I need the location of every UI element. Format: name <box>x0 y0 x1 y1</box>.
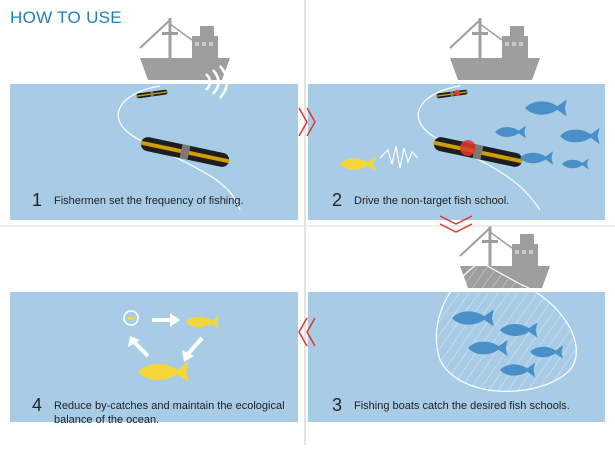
flow-arrow-right-icon <box>298 107 316 137</box>
boat-icon <box>448 16 542 82</box>
arrow-icon <box>170 313 180 327</box>
step-number: 4 <box>32 395 43 415</box>
device-light-icon <box>454 90 460 96</box>
tether-line <box>117 85 241 211</box>
water-panel-4 <box>10 292 298 422</box>
step-text: Drive the non-target fish school. <box>354 195 510 207</box>
sound-wave-icon <box>379 145 419 169</box>
step-number: 3 <box>332 395 343 415</box>
egg-circle-icon <box>123 310 139 326</box>
signal-wave-icon <box>205 73 212 91</box>
panel-3 <box>308 224 605 422</box>
panel-1 <box>10 16 298 220</box>
arrow-icon <box>182 350 194 362</box>
signal-wave-icon <box>212 69 220 95</box>
step-number: 2 <box>332 190 343 210</box>
step-text: Fishermen set the frequency of fishing. <box>54 195 244 207</box>
arrow-icon <box>186 336 204 356</box>
signal-wave-icon <box>219 65 229 99</box>
step-text: Fishing boats catch the desired fish sch… <box>354 400 570 412</box>
panel-2 <box>308 16 605 220</box>
device-light-icon <box>460 140 476 156</box>
step-text: Reduce by-catches and maintain the ecolo… <box>54 400 285 426</box>
arrow-icon <box>132 340 150 358</box>
panel-4 <box>10 292 298 422</box>
flow-arrow-down-icon <box>439 215 473 233</box>
page-title: HOW TO USE <box>10 8 122 27</box>
arrow-icon <box>128 336 140 347</box>
flow-arrow-left-icon <box>298 317 316 347</box>
step-number: 1 <box>32 190 43 210</box>
boat-icon <box>138 16 232 82</box>
